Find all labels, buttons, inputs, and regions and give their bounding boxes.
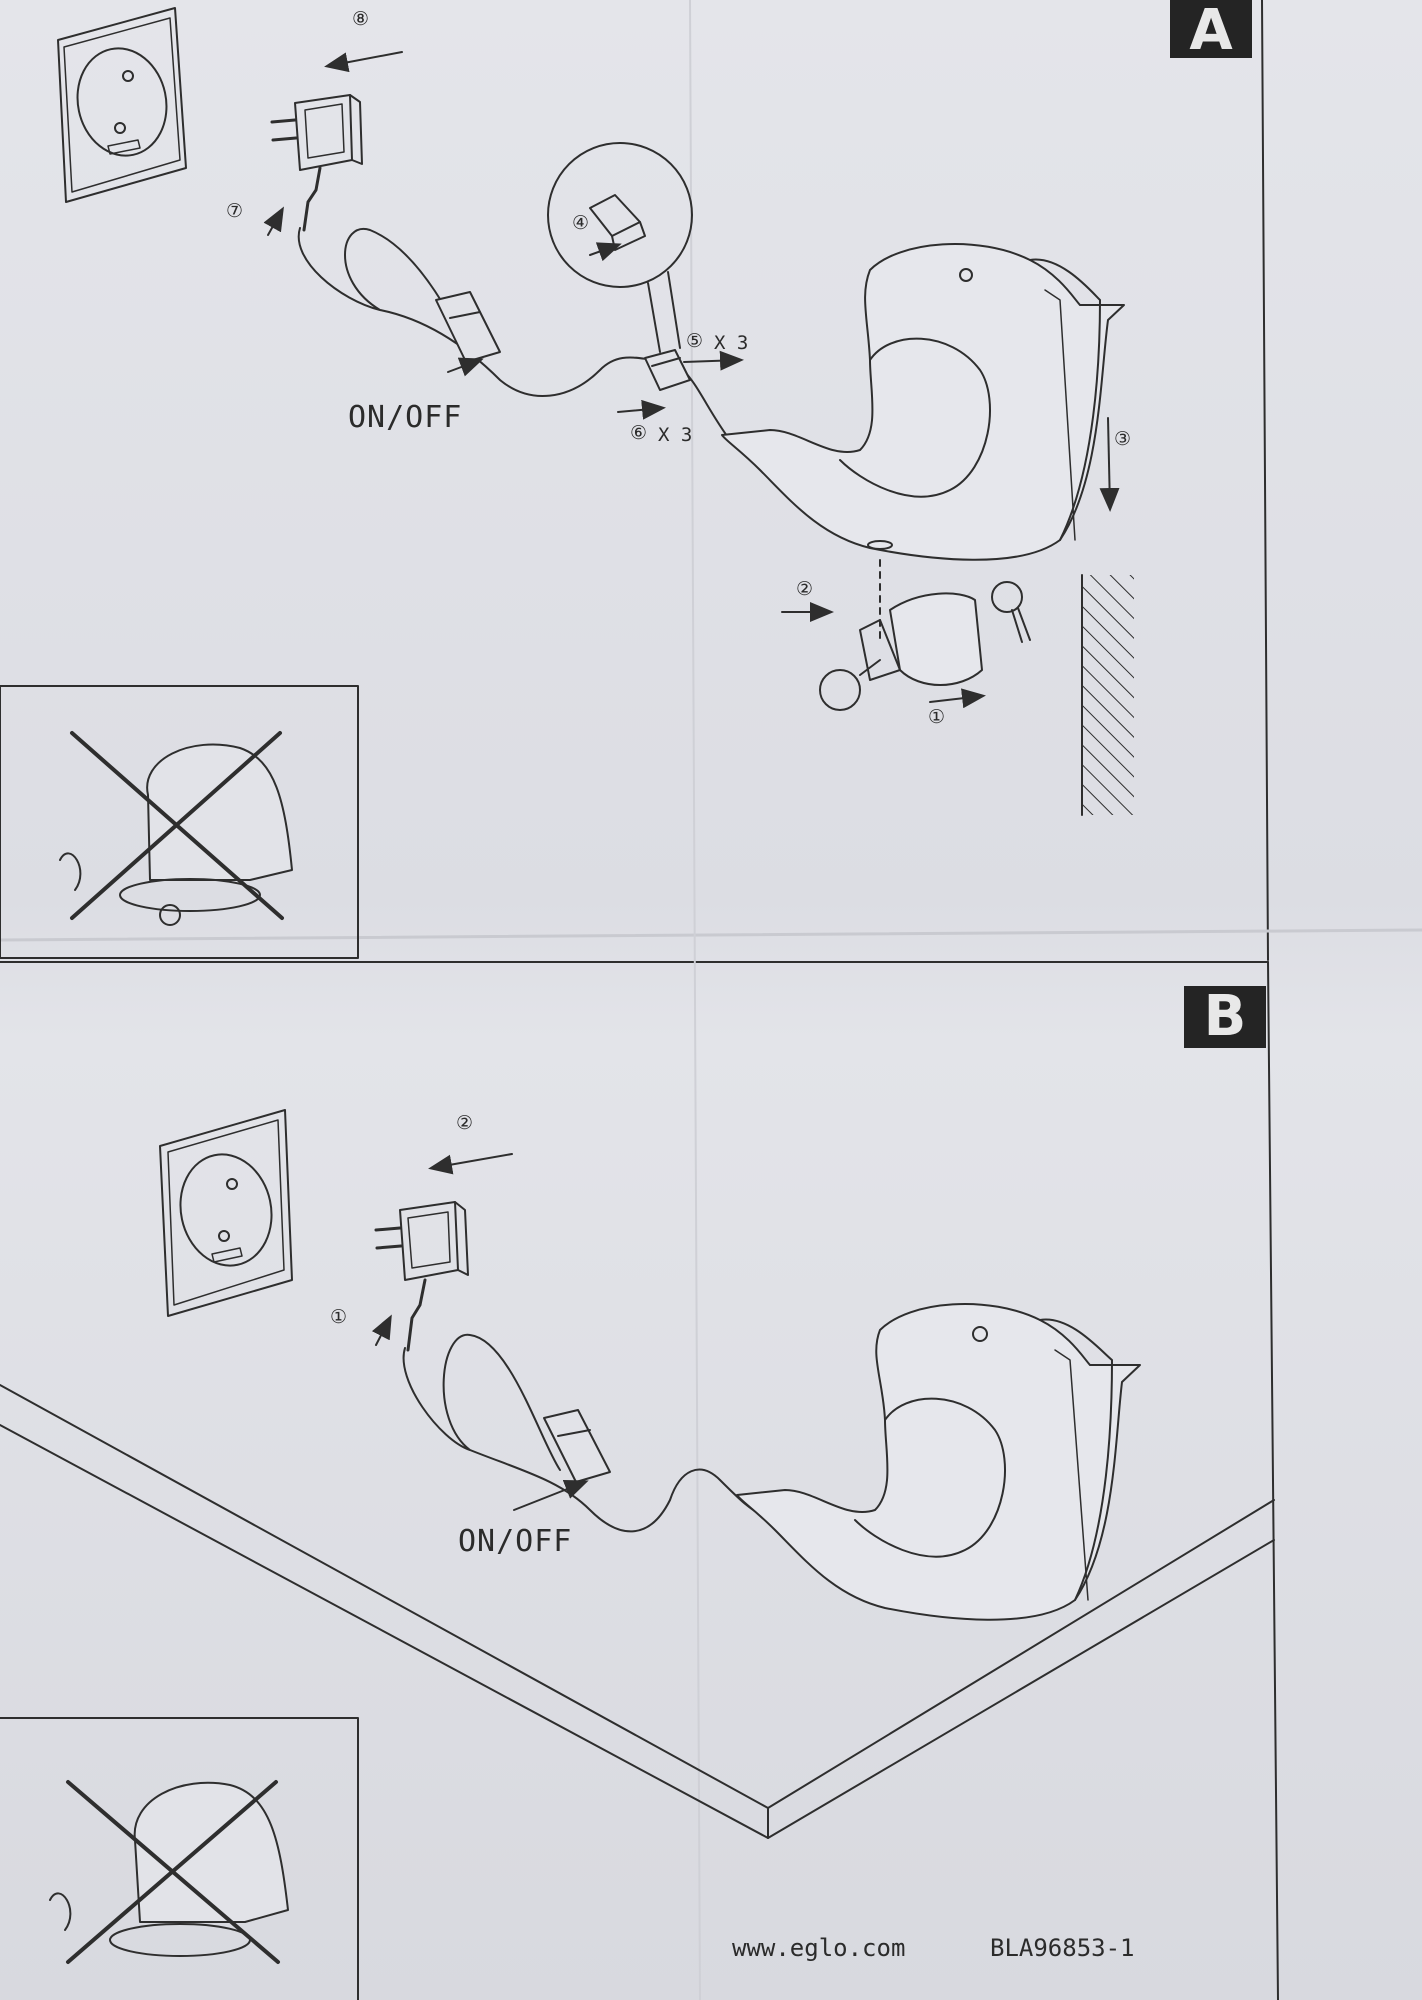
panel-badge-a: A	[1170, 0, 1252, 62]
step-label-b-1: ①	[330, 1306, 348, 1328]
wall-hatch-a	[1082, 575, 1134, 815]
switch-label-a: ON/OFF	[348, 400, 463, 435]
quantity-label-6: X 3	[658, 424, 693, 446]
step-label-6: ⑥	[630, 422, 648, 444]
wall-socket-b	[159, 1109, 293, 1317]
detail-magnifier-a	[547, 142, 693, 353]
step-label-4: ④	[572, 212, 590, 234]
power-adapter-b	[374, 1201, 469, 1352]
step-label-1: ①	[928, 706, 946, 728]
inline-switch-b	[543, 1409, 611, 1483]
cable-a	[297, 227, 801, 501]
step-label-b-2: ②	[456, 1112, 474, 1134]
switch-label-b: ON/OFF	[458, 1524, 573, 1559]
quantity-label-5: X 3	[714, 332, 749, 354]
step-label-3: ③	[1114, 428, 1132, 450]
bird-lamp-b	[736, 1302, 1141, 1621]
table-surface-b	[0, 1384, 1275, 1839]
wall-bracket-a	[819, 559, 1031, 711]
step-label-7: ⑦	[226, 200, 244, 222]
wall-socket-a	[57, 7, 187, 203]
footer-model-code: BLA96853-1	[990, 1934, 1135, 1962]
arrows-b	[371, 1153, 589, 1511]
panel-badge-b: B	[1184, 986, 1266, 1048]
arrows-a	[263, 51, 1120, 709]
inline-switch-a	[435, 291, 501, 363]
bird-lamp-a	[721, 242, 1125, 561]
warning-box-b	[0, 1717, 359, 2000]
step-label-5: ⑤	[686, 330, 704, 352]
footer-url: www.eglo.com	[732, 1934, 906, 1962]
connector-a	[644, 349, 691, 391]
warning-box-a	[0, 685, 359, 959]
power-adapter-a	[270, 94, 363, 232]
cable-b	[402, 1333, 771, 1533]
step-label-8: ⑧	[352, 8, 370, 30]
step-label-2: ②	[796, 578, 814, 600]
